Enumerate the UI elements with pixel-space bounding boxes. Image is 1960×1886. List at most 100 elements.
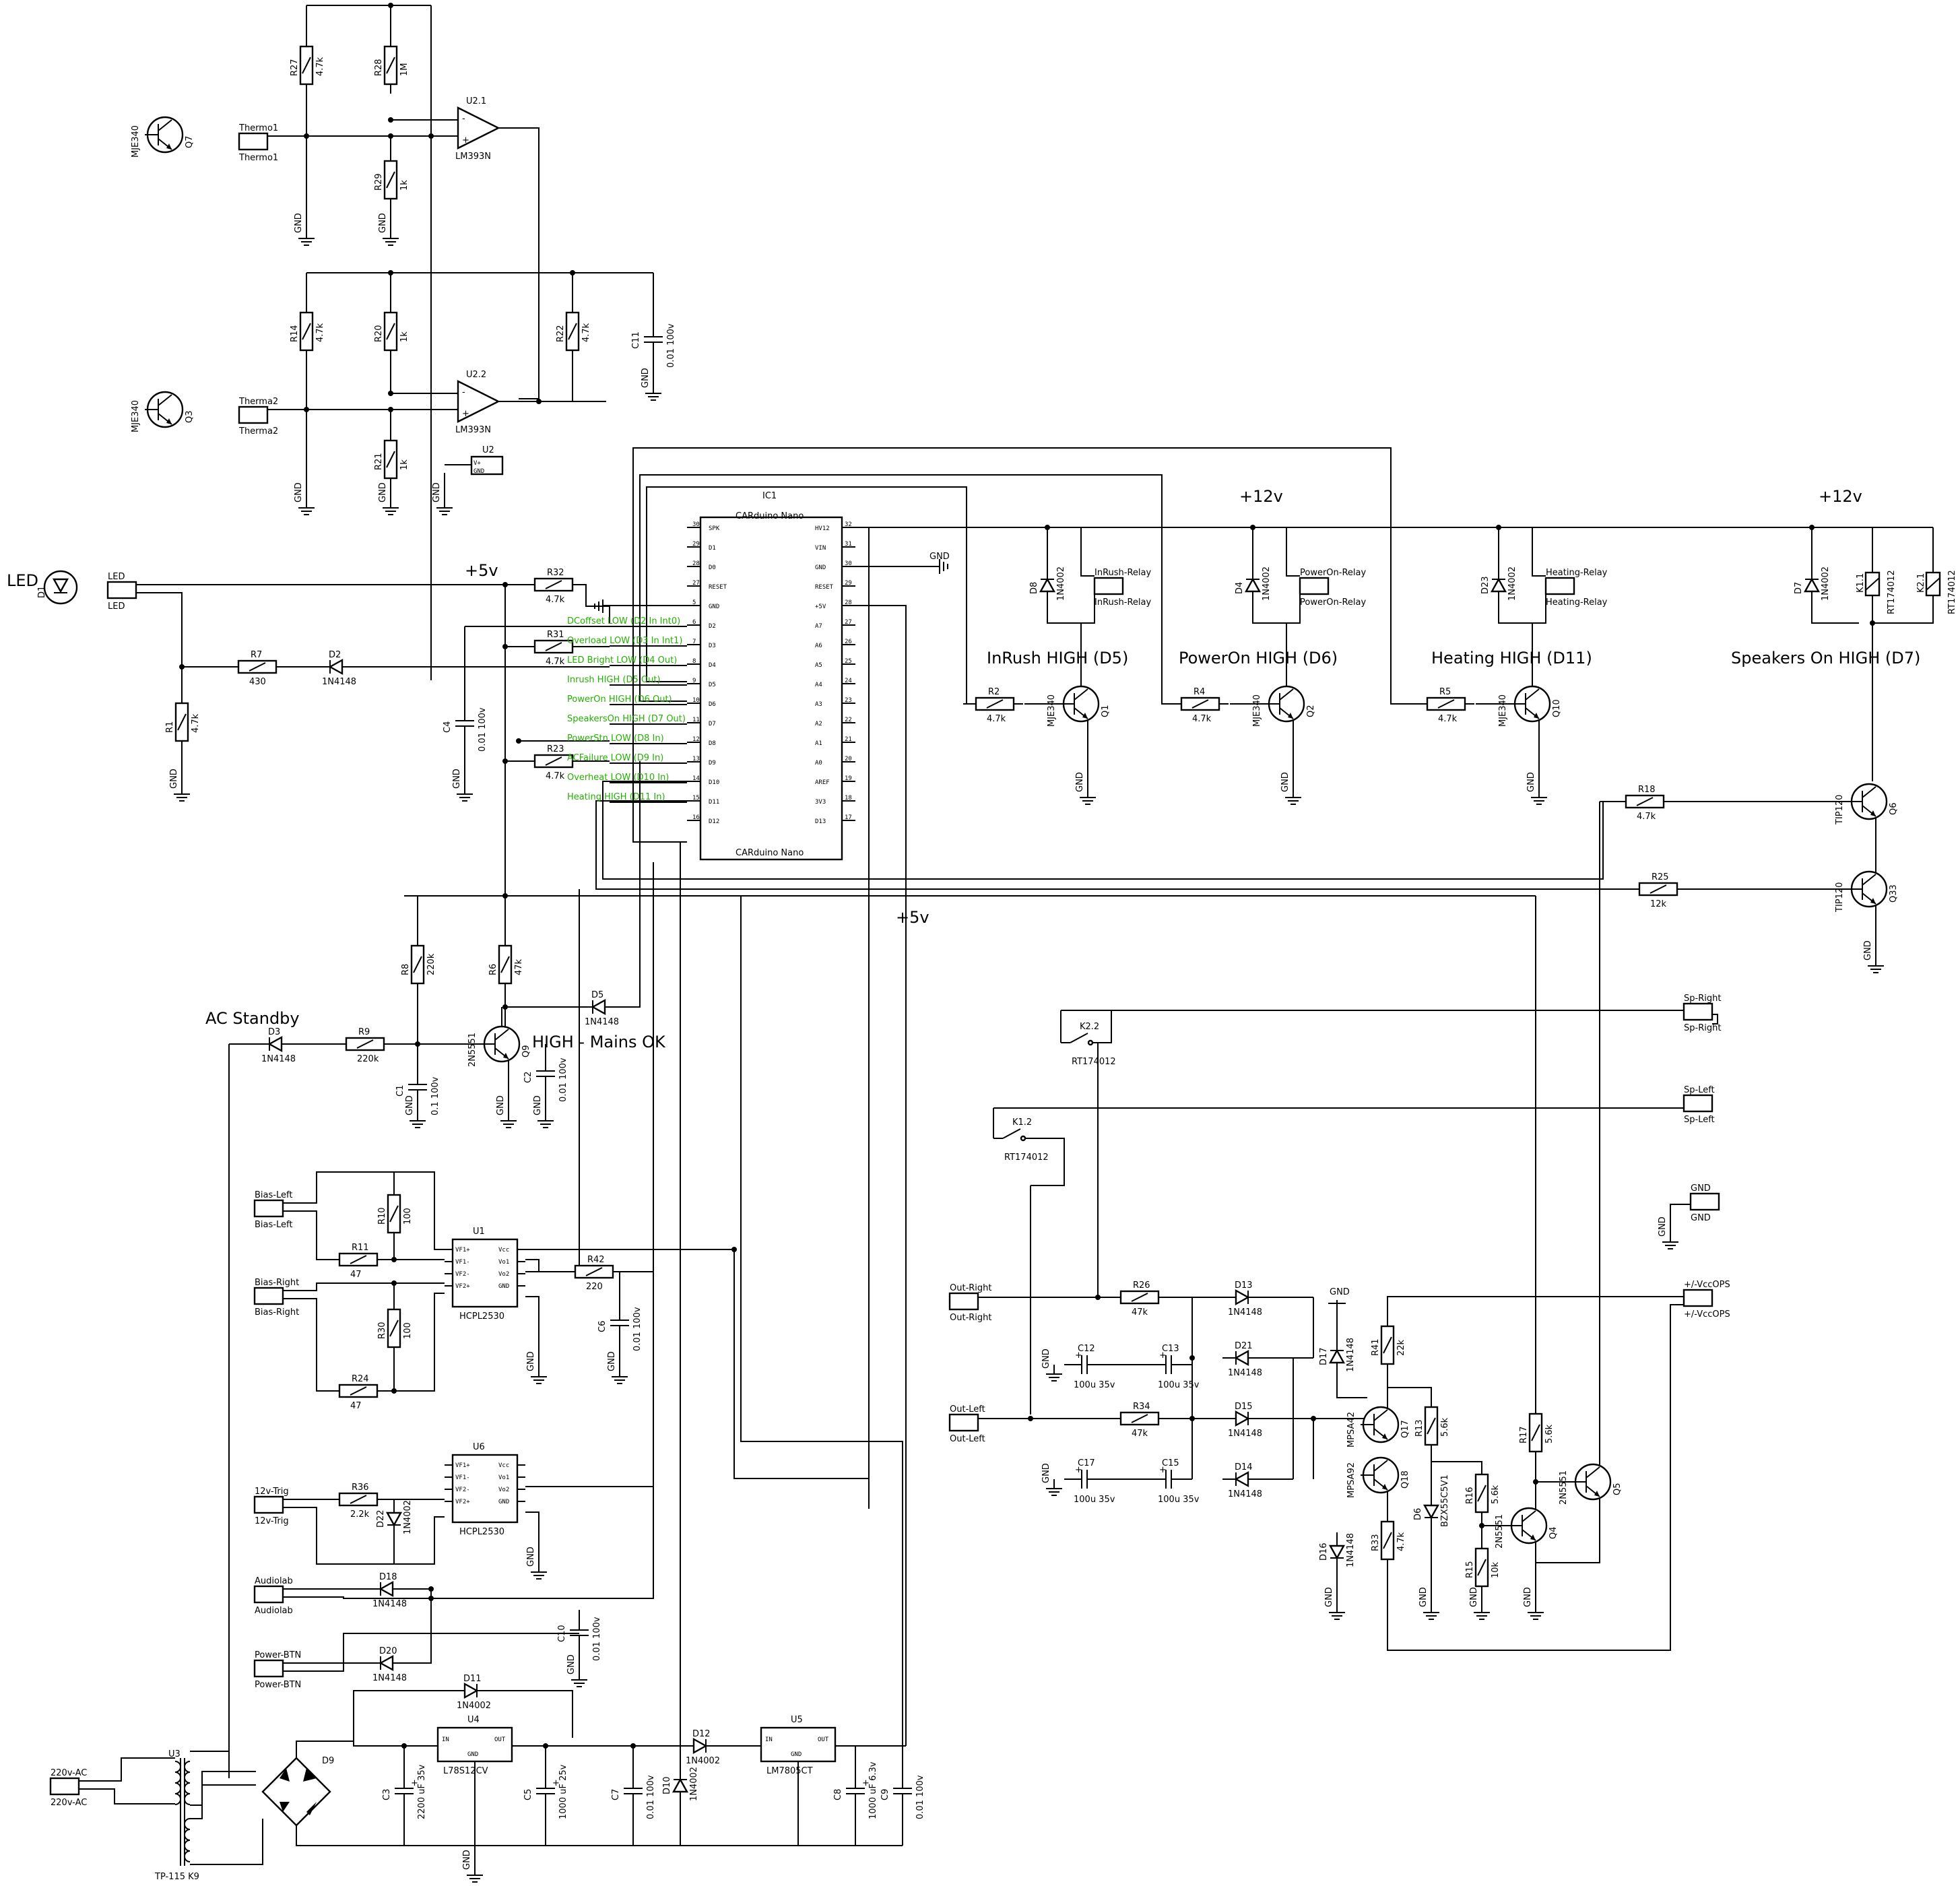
resistor-ref: R20	[374, 325, 384, 342]
nano-pin-left: D5	[709, 682, 716, 688]
wire	[525, 1511, 540, 1563]
opto-pin-left: VF2+	[455, 1283, 470, 1290]
junction-dot	[502, 1004, 508, 1010]
gnd-label: GND	[294, 482, 304, 502]
transistor-ref: Q2	[1306, 705, 1316, 717]
capacitor-ref: C6	[597, 1321, 608, 1332]
opto-pin-left: VF1-	[455, 1474, 470, 1481]
diode-value: 1N4002	[1507, 566, 1517, 601]
gnd-label: GND	[641, 368, 651, 388]
diode-ref: D23	[1480, 576, 1491, 594]
gnd-label: GND	[1658, 1216, 1668, 1237]
resistor-R4: R44.7k	[1172, 687, 1229, 724]
diode-ref: D4	[1235, 582, 1245, 594]
pin-number: 18	[845, 795, 852, 802]
wire	[1081, 594, 1095, 624]
resistor-R20: R20 1k	[374, 303, 410, 360]
diode-ref: D10	[662, 1776, 672, 1794]
gnd-symbol-top-right: GND	[1328, 1287, 1350, 1304]
capacitor-value: 2200 uF 35v	[417, 1764, 427, 1819]
wire	[1532, 594, 1546, 624]
transistor-value: MJE340	[131, 125, 141, 158]
resistor-value: 100	[403, 1208, 413, 1225]
wire	[79, 1788, 175, 1804]
bridge-ref: D9	[322, 1756, 334, 1766]
wire	[283, 1171, 445, 1250]
resistor-value: 220	[586, 1282, 603, 1292]
wire	[296, 1741, 404, 1758]
capacitor-C6: C6 0.01 100v	[597, 1300, 643, 1351]
gnd-symbol: GND	[169, 769, 190, 802]
ic-title-bottom: CARduino Nano	[736, 848, 804, 858]
resistor-ref: R18	[1638, 785, 1656, 795]
wire	[136, 592, 183, 667]
diode-ref: D7	[1794, 582, 1804, 594]
diode-ref: D14	[1235, 1462, 1253, 1472]
connector-label-bottom: Thermo1	[238, 153, 278, 163]
resistor-value: 4.7k	[191, 713, 201, 733]
resistor-ref: R27	[290, 59, 300, 76]
resistor-ref: R6	[488, 964, 498, 975]
polarity-mark: +	[1159, 1351, 1167, 1361]
resistor-ref: R5	[1439, 687, 1451, 697]
transistor-ref: Q10	[1552, 699, 1562, 717]
reg-pin: OUT	[818, 1736, 829, 1743]
resistor-value: 430	[249, 677, 266, 687]
gnd-label: GND	[452, 769, 462, 789]
plus5v-label: +5v	[465, 561, 498, 580]
gnd-symbol: GND	[1658, 1216, 1678, 1249]
gnd-label: GND	[462, 1850, 472, 1870]
junction-dot	[536, 399, 542, 404]
capacitor-ref: C10	[557, 1625, 567, 1642]
wire	[1336, 1376, 1367, 1398]
pin-number: 8	[692, 658, 696, 665]
wire	[733, 527, 870, 1479]
junction-dot	[570, 270, 575, 275]
diode-value: 1N4148	[261, 1054, 296, 1064]
wire	[1023, 1138, 1065, 1186]
transistor-value: TIP120	[1835, 882, 1845, 913]
pin-number: 28	[845, 599, 852, 606]
resistor-value: 4.7k	[1192, 714, 1212, 724]
capacitor-value: 0.01 100v	[632, 1307, 643, 1351]
diode-ref: D1	[37, 586, 47, 598]
junction-dot	[1189, 1416, 1195, 1421]
junction-dot	[304, 133, 309, 139]
diode-value: 1N4148	[322, 677, 356, 687]
wire	[1712, 1014, 1718, 1025]
connector-label-bottom: InRush-Relay	[1095, 597, 1151, 608]
diode-ref: D12	[692, 1729, 711, 1739]
ic-value: TP-115 K9	[154, 1872, 199, 1882]
wire	[283, 1507, 445, 1565]
resistor-ref: R23	[547, 744, 564, 754]
gnd-symbol: GND	[1041, 1348, 1062, 1381]
resistor-value: 220k	[426, 953, 436, 975]
gnd-label: GND	[1523, 1587, 1533, 1607]
transistor-value: 2N5551	[1495, 1514, 1505, 1549]
gnd-symbol: GND	[1075, 772, 1096, 805]
resistor-value: 4.7k	[581, 323, 591, 342]
reg-pin: OUT	[494, 1736, 506, 1743]
resistor-value: 22k	[1396, 1339, 1406, 1356]
resistor-value: 1k	[399, 331, 410, 342]
wire	[1811, 605, 1859, 624]
opto-pin-right: Vo1	[498, 1474, 509, 1481]
gnd-symbol: GND	[641, 368, 661, 401]
nano-pin-left: SPK	[709, 525, 720, 532]
wire	[595, 800, 1630, 890]
resistor-ref: R29	[374, 173, 384, 191]
pin-number: 16	[692, 814, 700, 821]
wire	[602, 781, 1616, 880]
